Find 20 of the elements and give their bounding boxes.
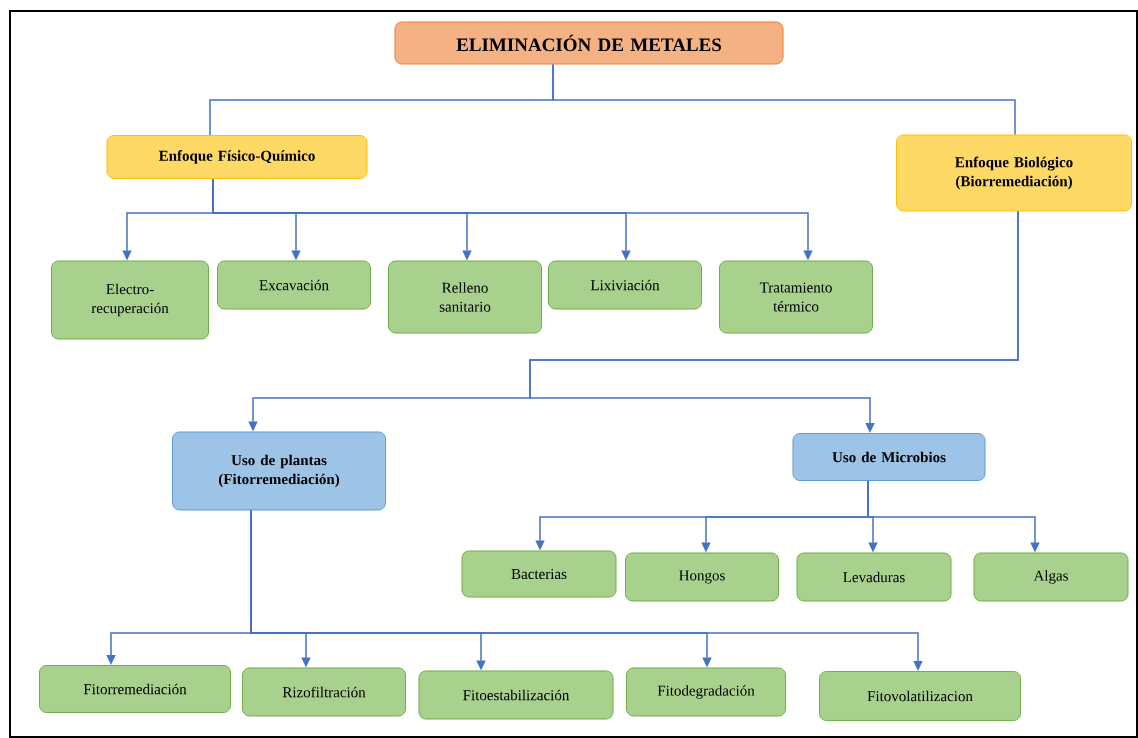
method-box: Hongos — [625, 552, 779, 602]
category-box: Enfoque Físico-Químico — [106, 135, 368, 179]
method-box: Bacterias — [461, 550, 617, 598]
method-box: Fitodegradación — [626, 667, 786, 717]
method-box: Levaduras — [796, 552, 952, 602]
method-box: Rizofiltración — [242, 667, 406, 717]
method-box: Tratamiento térmico — [719, 260, 873, 334]
method-box: Fitovolatilizacion — [819, 671, 1021, 721]
method-box: Excavación — [217, 260, 371, 310]
method-box: Electro- recuperación — [51, 260, 209, 340]
category-box: Uso de plantas (Fitorremediación) — [172, 431, 386, 511]
method-box: Algas — [973, 552, 1129, 602]
method-box: Lixiviación — [548, 260, 702, 310]
category-box: Uso de Microbios — [792, 433, 986, 481]
connector — [552, 63, 1016, 136]
method-box: Fitorremediación — [39, 665, 231, 713]
title-box: ELIMINACIÓN DE METALES — [394, 21, 784, 65]
category-box: Enfoque Biológico (Biorremediación) — [896, 134, 1132, 212]
method-box: Fitoestabilización — [418, 670, 614, 720]
method-box: Relleno sanitario — [388, 260, 542, 334]
